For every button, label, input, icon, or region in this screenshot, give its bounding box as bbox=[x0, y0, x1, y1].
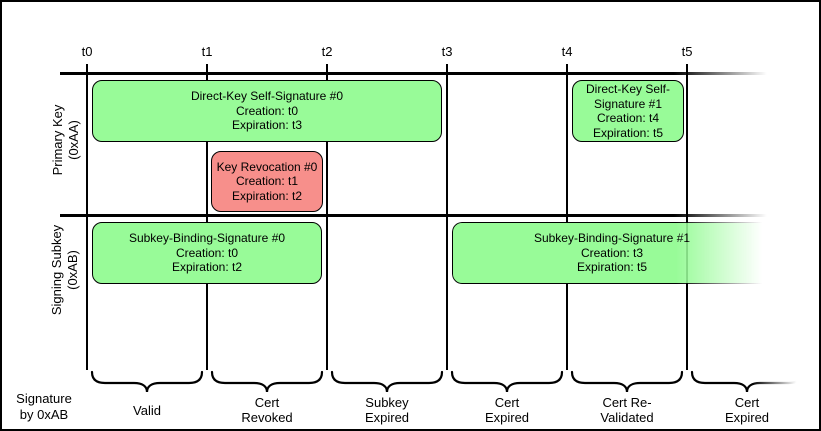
signature-title: Direct-Key Self-Signature #0 bbox=[190, 89, 344, 104]
period-label-cert-revoked: Cert Revoked bbox=[241, 395, 293, 425]
brace-cert-revalidated bbox=[570, 370, 684, 393]
signature-creation: Creation: t3 bbox=[580, 245, 644, 260]
gridline-t4 bbox=[566, 64, 568, 370]
tick-label-t4: t4 bbox=[561, 44, 573, 59]
signature-title: Direct-Key Self-Signature #1 bbox=[585, 82, 671, 111]
signature-title: Subkey-Binding-Signature #0 bbox=[128, 231, 286, 246]
period-label-cert-revalidated: Cert Re- Validated bbox=[600, 395, 654, 425]
brace-cert-revoked bbox=[210, 370, 324, 393]
brace-cert-expired-2 bbox=[690, 370, 804, 393]
signature-box-direct-key-0: Direct-Key Self-Signature #0 Creation: t… bbox=[92, 80, 442, 142]
row-label-signing-subkey: Signing Subkey (0xAB) bbox=[49, 224, 80, 316]
signature-title: Subkey-Binding-Signature #1 bbox=[533, 231, 691, 246]
signature-box-subkey-binding-1: Subkey-Binding-Signature #1 Creation: t3… bbox=[452, 222, 772, 284]
gridline-t1 bbox=[206, 64, 208, 370]
signature-creation: Creation: t0 bbox=[175, 245, 239, 260]
tick-label-t3: t3 bbox=[441, 44, 453, 59]
tick-label-t2: t2 bbox=[321, 44, 333, 59]
signature-expiration: Expiration: t2 bbox=[171, 260, 243, 275]
signature-creation: Creation: t1 bbox=[235, 174, 299, 189]
signature-box-direct-key-1: Direct-Key Self-Signature #1 Creation: t… bbox=[572, 80, 684, 142]
signature-expiration: Expiration: t3 bbox=[231, 118, 303, 133]
gridline-t0 bbox=[86, 64, 88, 370]
period-label-valid: Valid bbox=[133, 402, 161, 418]
signing-subkey-track-line bbox=[60, 214, 774, 217]
signature-creation: Creation: t0 bbox=[235, 103, 299, 118]
signature-axis-label: Signature by 0xAB bbox=[16, 391, 72, 422]
signature-title: Key Revocation #0 bbox=[216, 159, 318, 174]
gridline-t2 bbox=[326, 64, 328, 370]
brace-subkey-expired bbox=[330, 370, 444, 393]
signature-box-subkey-binding-0: Subkey-Binding-Signature #0 Creation: t0… bbox=[92, 222, 322, 284]
row-label-primary-key: Primary Key (0xAA) bbox=[50, 104, 81, 176]
gridline-t5 bbox=[686, 64, 688, 370]
tick-label-t0: t0 bbox=[81, 44, 93, 59]
period-label-cert-expired-1: Cert Expired bbox=[484, 395, 530, 425]
signature-expiration: Expiration: t5 bbox=[576, 260, 648, 275]
signature-expiration: Expiration: t5 bbox=[592, 125, 664, 140]
signature-box-key-revocation-0: Key Revocation #0 Creation: t1 Expiratio… bbox=[211, 151, 323, 212]
period-label-subkey-expired: Subkey Expired bbox=[364, 395, 410, 425]
gridline-t3 bbox=[446, 64, 448, 370]
tick-label-t1: t1 bbox=[201, 44, 213, 59]
signature-creation: Creation: t4 bbox=[596, 111, 660, 125]
brace-valid bbox=[90, 370, 204, 393]
signature-expiration: Expiration: t2 bbox=[231, 188, 303, 203]
brace-cert-expired-1 bbox=[450, 370, 564, 393]
period-label-cert-expired-2: Cert Expired bbox=[724, 395, 770, 425]
primary-key-track-line bbox=[60, 72, 774, 75]
tick-label-t5: t5 bbox=[681, 44, 693, 59]
